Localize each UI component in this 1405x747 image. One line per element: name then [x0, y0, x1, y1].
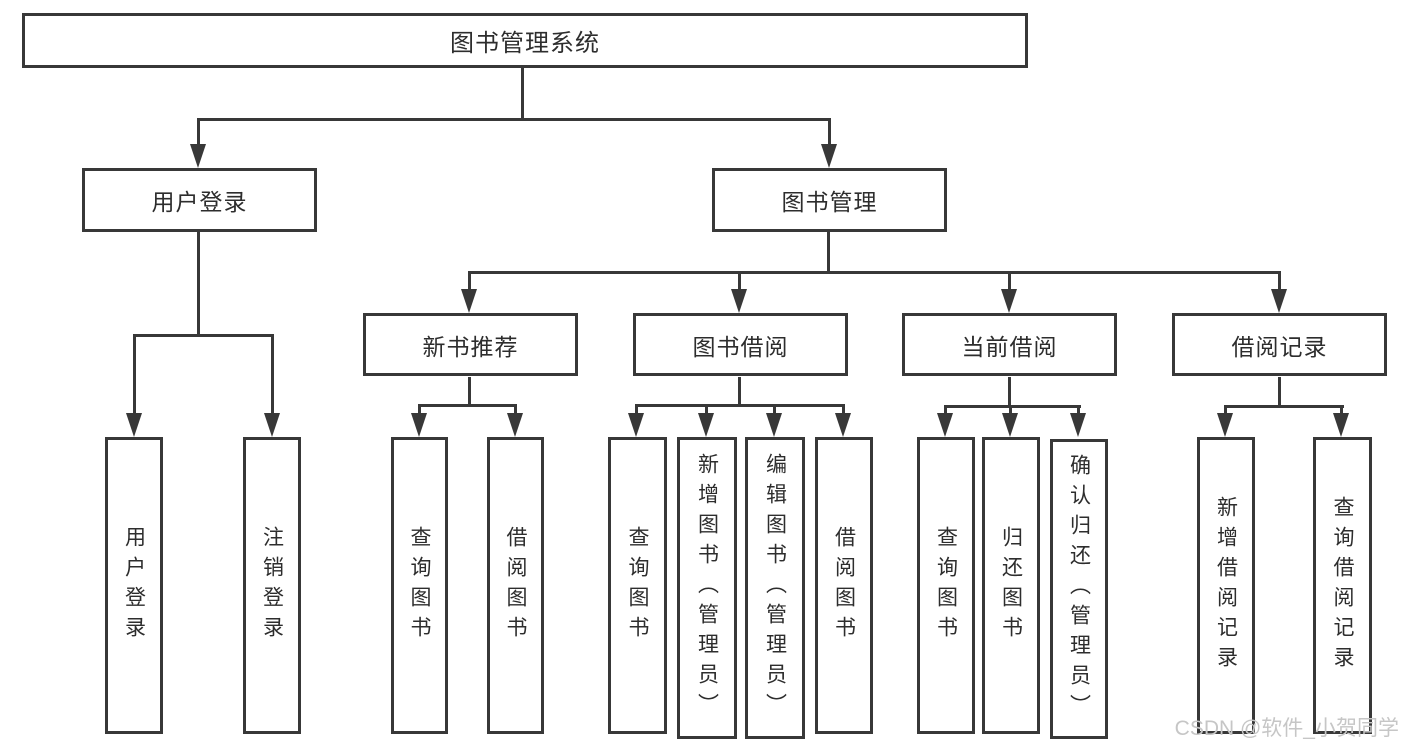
connector-vline	[738, 271, 741, 293]
connector-vline	[197, 118, 200, 148]
connector-vline	[1224, 405, 1227, 418]
node-label: 编辑图书（管理员）	[763, 453, 787, 723]
node-add-borrow-record: 新增借阅记录	[1197, 437, 1255, 734]
arrow-down-icon	[411, 413, 427, 437]
node-query-borrow-record: 查询借阅记录	[1313, 437, 1372, 734]
node-label: 新增图书（管理员）	[695, 453, 719, 723]
arrow-down-icon	[1217, 413, 1233, 437]
connector-vline	[1008, 271, 1011, 293]
connector-vline	[827, 232, 830, 274]
node-label: 当前借阅	[961, 333, 1058, 360]
connector-hline	[418, 404, 517, 407]
node-edit-book-admin: 编辑图书（管理员）	[745, 437, 805, 739]
arrow-down-icon	[264, 413, 280, 437]
connector-vline	[197, 232, 200, 337]
connector-vline	[705, 404, 708, 418]
node-query-book-recommend: 查询图书	[391, 437, 448, 734]
arrow-down-icon	[766, 413, 782, 437]
node-borrowing-records: 借阅记录	[1172, 313, 1387, 376]
node-logout: 注销登录	[243, 437, 301, 734]
arrow-down-icon	[835, 413, 851, 437]
connector-vline	[1008, 377, 1011, 408]
arrow-down-icon	[1271, 289, 1287, 313]
node-label: 查询图书	[408, 525, 431, 646]
node-label: 借阅图书	[504, 525, 527, 646]
connector-vline	[1278, 377, 1281, 408]
node-root-library-system: 图书管理系统	[22, 13, 1028, 68]
node-label: 归还图书	[999, 525, 1023, 646]
connector-hline	[944, 405, 1081, 408]
arrow-down-icon	[126, 413, 142, 437]
connector-vline	[468, 271, 471, 293]
node-user-login: 用户登录	[82, 168, 317, 232]
csdn-watermark: CSDN @软件_小贺同学	[1174, 717, 1399, 740]
arrow-down-icon	[461, 289, 477, 313]
node-label: 确认归还（管理员）	[1067, 454, 1091, 724]
arrow-down-icon	[731, 289, 747, 313]
connector-vline	[773, 404, 776, 418]
arrow-down-icon	[821, 144, 837, 168]
arrow-down-icon	[1001, 289, 1017, 313]
node-borrow-book-recommend: 借阅图书	[487, 437, 544, 734]
node-borrow-book: 借阅图书	[815, 437, 873, 734]
node-label: 查询图书	[934, 525, 958, 646]
connector-hline	[468, 271, 1281, 274]
node-label: 图书借阅	[692, 333, 789, 360]
arrow-down-icon	[1002, 413, 1018, 437]
arrow-down-icon	[698, 413, 714, 437]
arrow-down-icon	[1333, 413, 1349, 437]
node-label: 用户登录	[151, 189, 248, 215]
connector-vline	[828, 118, 831, 148]
node-label: 查询借阅记录	[1331, 495, 1354, 676]
node-label: 用户登录	[122, 525, 146, 646]
arrow-down-icon	[507, 413, 523, 437]
node-query-book-current: 查询图书	[917, 437, 975, 734]
arrow-down-icon	[628, 413, 644, 437]
node-book-borrowing: 图书借阅	[633, 313, 848, 376]
arrow-down-icon	[1070, 413, 1086, 437]
connector-vline	[1278, 271, 1281, 293]
node-return-book: 归还图书	[982, 437, 1040, 734]
connector-vline	[514, 404, 517, 418]
connector-hline	[635, 404, 845, 407]
connector-vline	[521, 68, 524, 119]
connector-vline	[635, 404, 638, 418]
connector-vline	[468, 377, 471, 407]
node-current-borrowing: 当前借阅	[902, 313, 1117, 376]
node-user-login-leaf: 用户登录	[105, 437, 163, 734]
node-confirm-return-admin: 确认归还（管理员）	[1050, 439, 1108, 739]
connector-vline	[1009, 405, 1012, 418]
connector-vline	[944, 405, 947, 418]
node-label: 查询图书	[626, 525, 649, 646]
node-label: 借阅记录	[1231, 333, 1328, 360]
node-label: 新增借阅记录	[1214, 495, 1238, 676]
connector-vline	[1340, 405, 1343, 418]
connector-hline	[1224, 405, 1344, 408]
connector-hline	[197, 118, 831, 121]
connector-vline	[271, 334, 274, 416]
arrow-down-icon	[190, 144, 206, 168]
node-root-label: 图书管理系统	[450, 30, 600, 57]
connector-vline	[842, 404, 845, 418]
connector-hline	[133, 334, 274, 337]
connector-vline	[738, 377, 741, 407]
node-query-book-borrowing: 查询图书	[608, 437, 667, 734]
connector-vline	[1077, 405, 1080, 418]
node-label: 注销登录	[260, 525, 284, 646]
arrow-down-icon	[937, 413, 953, 437]
node-add-book-admin: 新增图书（管理员）	[677, 437, 737, 739]
node-label: 新书推荐	[422, 333, 519, 360]
connector-vline	[418, 404, 421, 418]
node-label: 图书管理	[781, 189, 878, 215]
connector-vline	[133, 334, 136, 416]
node-book-management: 图书管理	[712, 168, 947, 232]
node-new-book-recommend: 新书推荐	[363, 313, 578, 376]
node-label: 借阅图书	[832, 525, 856, 646]
